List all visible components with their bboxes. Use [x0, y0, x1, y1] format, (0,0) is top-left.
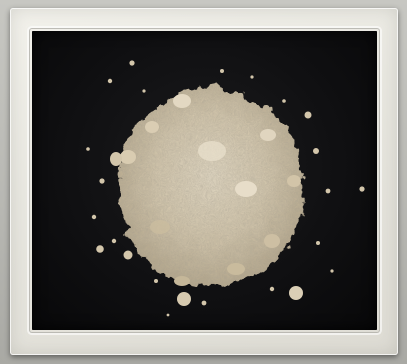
- powder-photo: [32, 31, 377, 330]
- powder-clumps: [110, 94, 301, 286]
- powder-pile-image: [86, 60, 365, 317]
- powder-pile: [119, 85, 303, 286]
- powder-granules: [86, 60, 365, 317]
